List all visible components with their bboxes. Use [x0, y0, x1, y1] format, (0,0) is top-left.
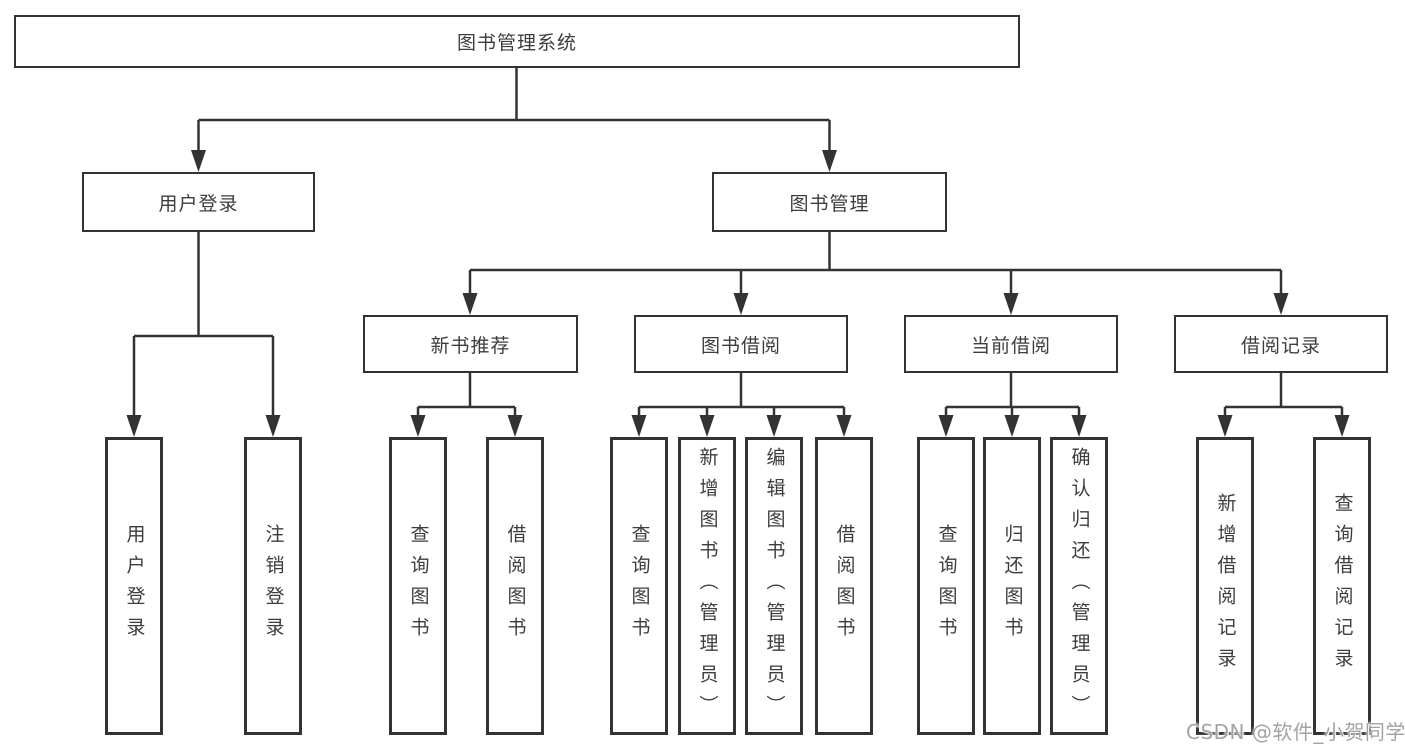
- node-root: 图书管理系统: [14, 15, 1020, 68]
- node-new-book-recommend-label: 新书推荐: [430, 334, 511, 357]
- node-borrow-records: 借阅记录: [1174, 315, 1388, 373]
- leaf-borrow-query-books: 查询图书: [610, 437, 668, 735]
- node-book-management: 图书管理: [712, 172, 947, 232]
- node-new-book-recommend: 新书推荐: [363, 315, 578, 373]
- leaf-return-books: 归还图书: [983, 437, 1041, 735]
- leaf-recommend-query-books-label: 查询图书: [407, 524, 430, 648]
- arrowheads: [126, 150, 1350, 437]
- node-book-borrow: 图书借阅: [634, 315, 848, 373]
- node-book-management-label: 图书管理: [789, 192, 870, 215]
- leaf-user-login: 用户登录: [105, 437, 163, 735]
- node-root-label: 图书管理系统: [456, 32, 577, 54]
- leaf-borrow-query-books-label: 查询图书: [628, 524, 651, 648]
- leaf-current-query-books-label: 查询图书: [935, 524, 958, 648]
- leaf-add-borrow-record: 新增借阅记录: [1196, 437, 1254, 735]
- leaf-add-borrow-record-label: 新增借阅记录: [1214, 493, 1237, 679]
- leaf-recommend-borrow-books: 借阅图书: [486, 437, 544, 735]
- node-current-borrow-label: 当前借阅: [970, 334, 1051, 357]
- leaf-confirm-return-admin-label: 确认归还（管理员）: [1068, 446, 1091, 726]
- node-borrow-records-label: 借阅记录: [1240, 334, 1321, 357]
- node-current-borrow: 当前借阅: [904, 315, 1118, 373]
- leaf-query-borrow-record-label: 查询借阅记录: [1331, 493, 1354, 679]
- leaf-return-books-label: 归还图书: [1001, 524, 1024, 648]
- leaf-edit-books-admin-label: 编辑图书（管理员）: [763, 446, 786, 726]
- leaf-borrow-books-label: 借阅图书: [833, 524, 856, 648]
- leaf-recommend-borrow-books-label: 借阅图书: [504, 524, 527, 648]
- leaf-edit-books-admin: 编辑图书（管理员）: [745, 437, 803, 735]
- leaf-recommend-query-books: 查询图书: [389, 437, 447, 735]
- leaf-confirm-return-admin: 确认归还（管理员）: [1050, 437, 1108, 735]
- leaf-logout: 注销登录: [244, 437, 302, 735]
- leaf-current-query-books: 查询图书: [917, 437, 975, 735]
- leaf-borrow-books: 借阅图书: [815, 437, 873, 735]
- node-book-borrow-label: 图书借阅: [700, 334, 781, 357]
- leaf-logout-label: 注销登录: [262, 524, 285, 648]
- node-user-login-label: 用户登录: [158, 192, 239, 215]
- leaf-query-borrow-record: 查询借阅记录: [1313, 437, 1371, 735]
- leaf-add-books-admin: 新增图书（管理员）: [678, 437, 736, 735]
- leaf-user-login-label: 用户登录: [123, 524, 146, 648]
- leaf-add-books-admin-label: 新增图书（管理员）: [696, 446, 719, 726]
- node-user-login: 用户登录: [82, 172, 315, 232]
